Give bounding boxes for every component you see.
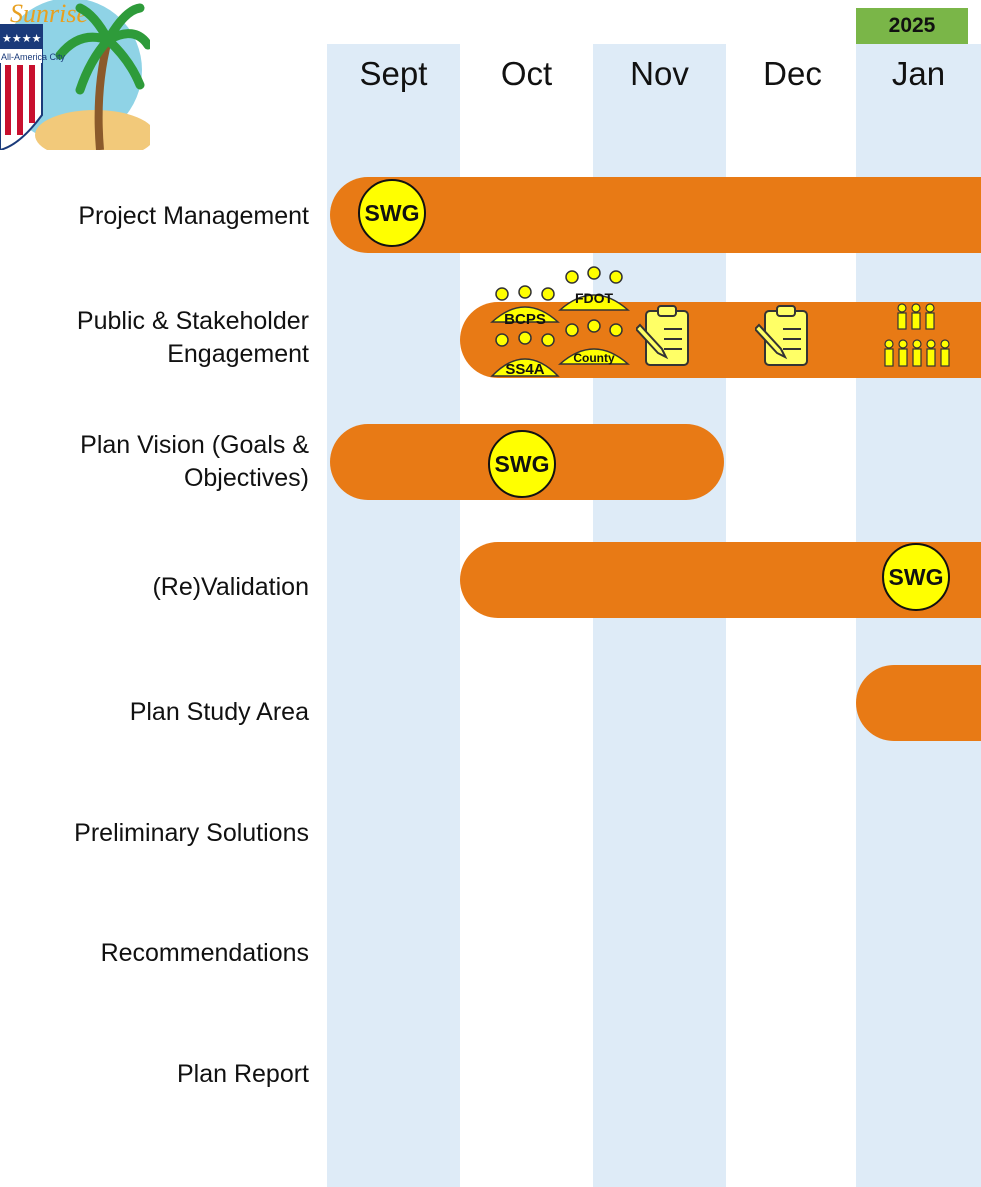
group-label-ss4a: SS4A bbox=[505, 361, 544, 378]
bar-project-management bbox=[330, 177, 981, 253]
public-workshop-people-icon bbox=[884, 303, 950, 367]
month-label-jan: Jan bbox=[891, 55, 946, 92]
row-label-plan-vision: Plan Vision (Goals & Objectives) bbox=[80, 431, 309, 492]
row-label-plan-report: Plan Report bbox=[176, 1060, 309, 1088]
all-america-city-logo: Sunrise ★★★★ All-America City bbox=[0, 0, 150, 150]
row-label-recommendations: Recommendations bbox=[100, 939, 309, 967]
meeting-group-icon-ss4a: SS4A bbox=[490, 331, 560, 378]
month-label-nov: Nov bbox=[630, 55, 689, 92]
swg-badge-plan-vision: SWG bbox=[488, 430, 556, 498]
row-label-revalidation: (Re)Validation bbox=[152, 573, 309, 601]
row-label-preliminary-solutions: Preliminary Solutions bbox=[74, 819, 309, 847]
bar-plan-study-area bbox=[856, 665, 981, 741]
meeting-group-icon-bcps: BCPS bbox=[490, 285, 560, 328]
row-label-plan-study-area: Plan Study Area bbox=[129, 698, 309, 726]
row-label-public-engagement: Public & Stakeholder Engagement bbox=[76, 307, 309, 368]
logo-text: All-America City bbox=[1, 52, 66, 62]
swg-badge-revalidation: SWG bbox=[882, 543, 950, 611]
month-label-dec: Dec bbox=[763, 55, 822, 92]
group-label-county: County bbox=[573, 351, 615, 365]
month-label-oct: Oct bbox=[500, 55, 553, 92]
group-label-fdot: FDOT bbox=[575, 290, 614, 306]
swg-badge-project-management: SWG bbox=[358, 179, 426, 247]
clipboard-survey-icon-nov bbox=[636, 305, 689, 366]
group-label-bcps: BCPS bbox=[504, 311, 546, 328]
row-label-project-management: Project Management bbox=[78, 202, 309, 230]
clipboard-survey-icon-dec bbox=[755, 305, 808, 366]
month-label-sept: Sept bbox=[359, 55, 428, 92]
svg-text:★★★★: ★★★★ bbox=[2, 33, 42, 45]
meeting-group-icon-county: County bbox=[558, 319, 630, 365]
logo-script-text: Sunrise bbox=[10, 0, 88, 28]
year-badge: 2025 bbox=[856, 8, 968, 44]
meeting-group-icon-fdot: FDOT bbox=[558, 266, 630, 311]
